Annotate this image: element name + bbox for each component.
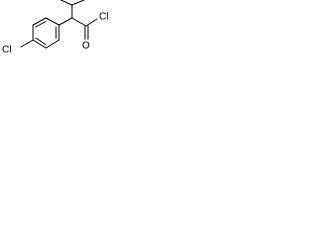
alpha-to-carbonyl-bond: [71, 17, 87, 27]
ring-double-bond: [35, 37, 46, 45]
ring-double-bond: [35, 21, 46, 28]
benzene-ring: [32, 17, 60, 49]
ring-bond: [45, 17, 60, 26]
ring-bond: [32, 39, 47, 49]
carbonyl-oxygen-label: O: [82, 41, 90, 52]
ring-bond: [32, 17, 47, 26]
isopropyl-methyl-bond: [60, 0, 73, 6]
ring-to-alpha-carbon-bond: [58, 17, 73, 26]
isopropyl-methyl-bond: [71, 0, 85, 6]
ring-bond: [45, 39, 60, 49]
acyl-chlorine-label: Cl: [99, 12, 108, 23]
aryl-cl-bond: [20, 39, 34, 48]
acyl-cl-bond: [85, 18, 98, 27]
molecule-structure-diagram: Cl O Cl: [2, 0, 108, 56]
aryl-chlorine-label: Cl: [2, 45, 11, 56]
